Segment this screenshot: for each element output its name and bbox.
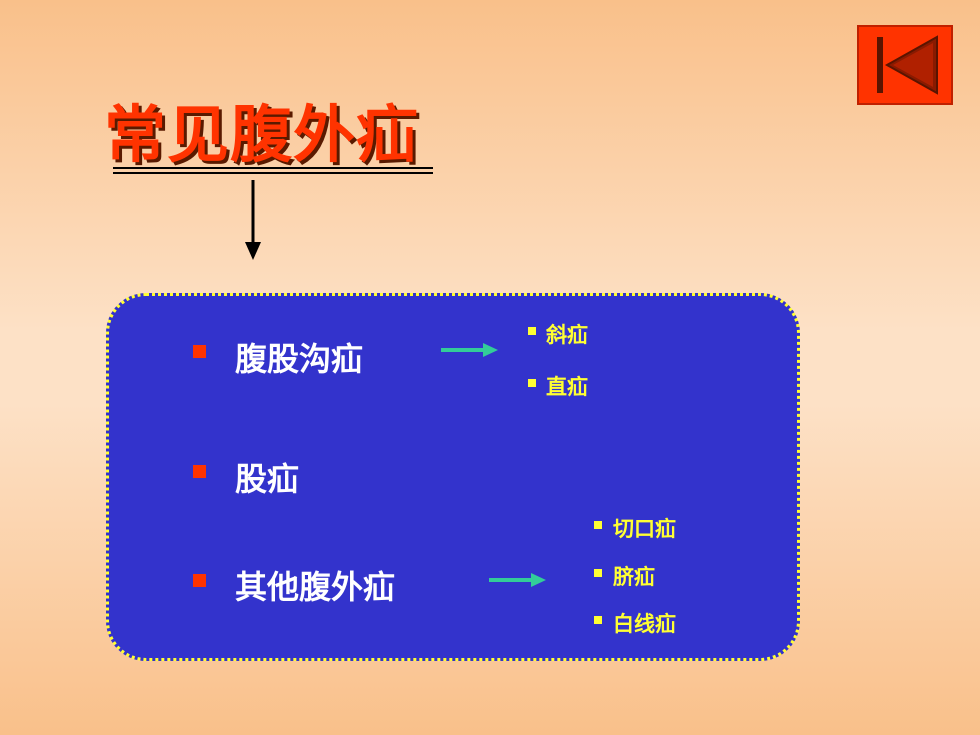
- item-bullet: [193, 345, 206, 358]
- subitem-bullet: [528, 379, 536, 387]
- item-bullet: [193, 465, 206, 478]
- subitem-bullet: [594, 569, 602, 577]
- list-item-femoral-hernia: 股疝: [235, 460, 300, 498]
- subitem-linea-alba-hernia: 白线疝: [613, 612, 676, 636]
- page-title: 常见腹外疝: [104, 98, 420, 171]
- subitem-bullet: [594, 616, 602, 624]
- title-underline: [113, 167, 433, 174]
- back-to-start-icon: [877, 35, 938, 95]
- subitem-umbilical-hernia: 脐疝: [613, 565, 655, 589]
- subitem-bullet: [594, 521, 602, 529]
- back-to-start-button[interactable]: [857, 25, 953, 105]
- item-bullet: [193, 574, 206, 587]
- hernia-list-panel: [106, 293, 800, 661]
- down-arrow-icon: [245, 180, 261, 260]
- arrow-right-icon: [489, 573, 546, 587]
- subitem-incisional-hernia: 切口疝: [613, 517, 676, 541]
- list-item-inguinal-hernia: 腹股沟疝: [235, 340, 364, 378]
- list-item-other-hernias: 其他腹外疝: [235, 568, 396, 606]
- subitem-direct-hernia: 直疝: [546, 375, 588, 399]
- arrow-right-icon: [441, 343, 498, 357]
- subitem-indirect-hernia: 斜疝: [546, 323, 588, 347]
- subitem-bullet: [528, 327, 536, 335]
